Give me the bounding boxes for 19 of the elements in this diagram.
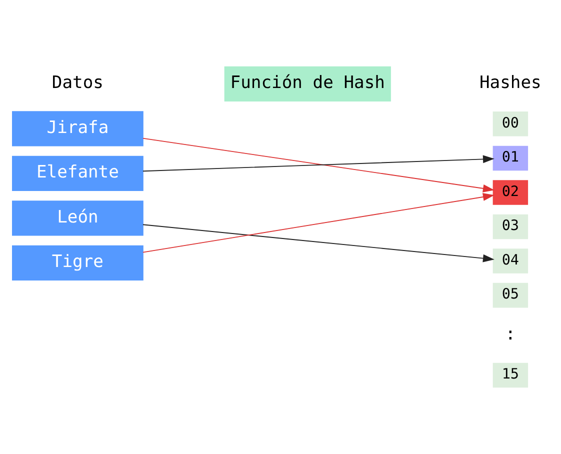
node-box: 00	[492, 112, 528, 136]
arrow	[142, 155, 494, 172]
node-box: Tigre	[12, 245, 144, 281]
node-box: Función de Hash	[224, 66, 391, 102]
arrow	[142, 224, 494, 262]
node-box: 05	[492, 282, 528, 308]
node-box: 01	[492, 146, 528, 171]
node-box: 04	[492, 248, 528, 274]
arrow	[142, 192, 494, 253]
node-box: 03	[492, 214, 528, 240]
node-box: León	[12, 200, 144, 236]
label: Hashes	[479, 73, 542, 94]
node-box: 02	[492, 180, 528, 205]
node-box: Jirafa	[12, 111, 144, 146]
label: Datos	[52, 73, 104, 94]
label: :	[505, 324, 516, 344]
node-box: 15	[492, 362, 528, 388]
arrow	[142, 138, 494, 192]
node-box: Elefante	[12, 156, 144, 192]
